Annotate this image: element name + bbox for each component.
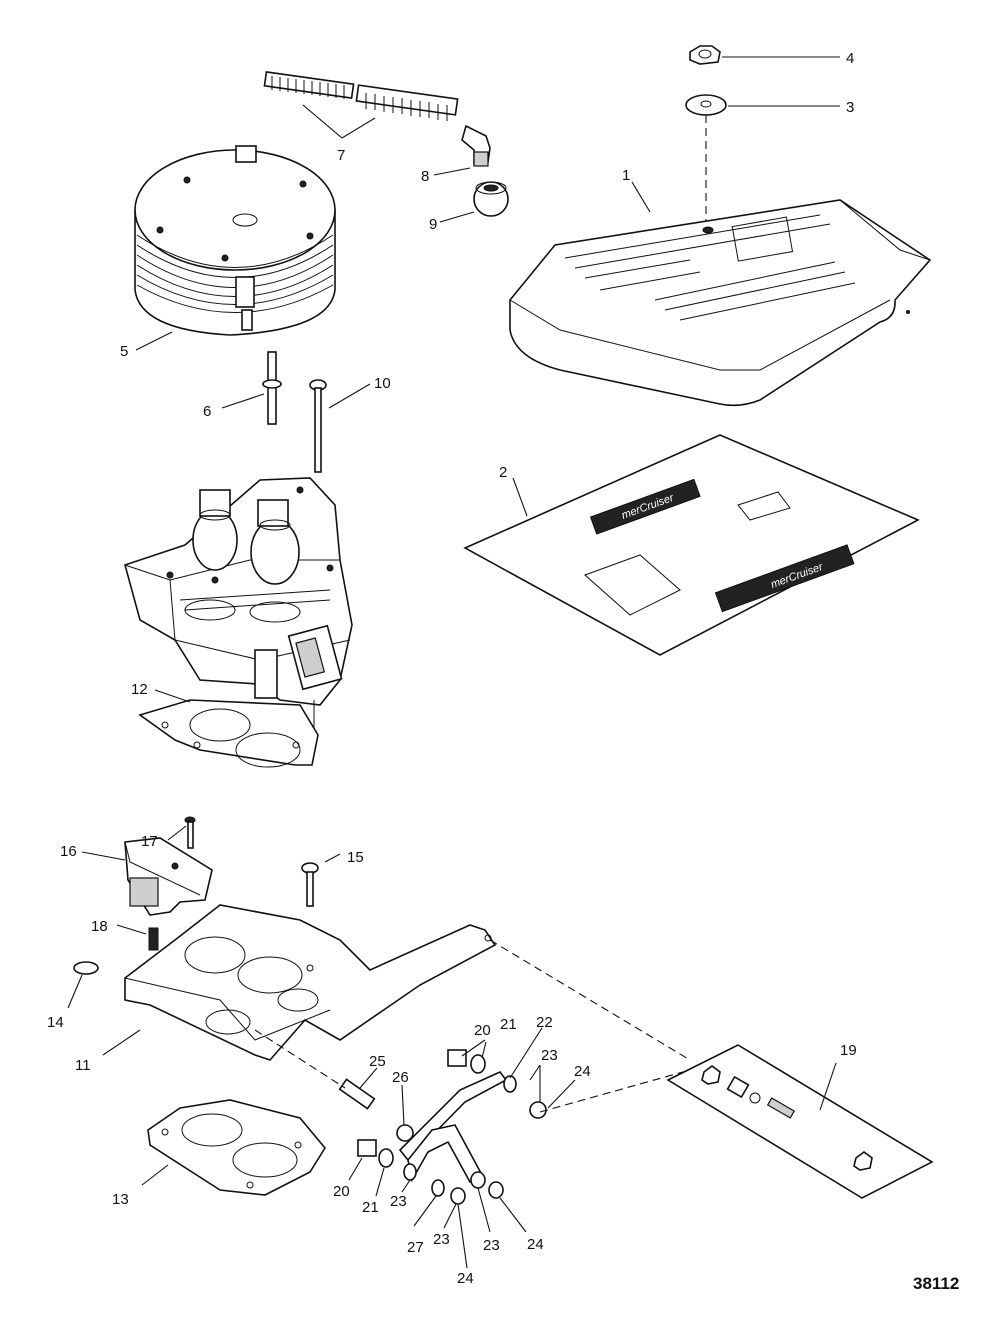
part-18-fitting [148,927,159,951]
dash-line-1 [489,939,691,1061]
callout-2: 2 [499,464,507,481]
part-16-sensor [124,837,213,916]
callout-24-lower-a: 24 [457,1270,474,1287]
dash-line-2 [539,1069,691,1113]
part-5-flame-arrestor [134,145,336,336]
part-7-vent-hoses [263,71,459,121]
callout-23-upper: 23 [541,1047,558,1064]
callout-4: 4 [846,50,854,67]
part-2-decal: merCruiser merCruiser [463,434,920,656]
callout-15: 15 [347,849,364,866]
callout-17: 17 [141,833,158,850]
part-19-kit [666,1044,934,1199]
callout-10: 10 [374,375,391,392]
drawing-number: 38112 [913,1274,959,1293]
callout-24-lower-b: 24 [527,1236,544,1253]
throttle-body [124,477,353,706]
part-1-cover [509,199,932,407]
callout-11: 11 [75,1057,91,1074]
callout-21-lower: 21 [362,1199,379,1216]
leader-lines [67,56,840,1269]
callout-26: 26 [392,1069,409,1086]
part-17-screw [184,816,196,849]
part-13-gasket [147,1099,326,1196]
part-9-grommet [473,181,509,217]
callout-13: 13 [112,1191,129,1208]
callout-6: 6 [203,403,211,420]
part-25-stud [338,1078,376,1110]
callout-9: 9 [429,216,437,233]
callout-labels: 4 3 1 2 5 6 10 7 8 9 12 16 17 15 18 14 1… [47,50,857,1287]
part-12-gasket [138,699,319,768]
callout-24-upper: 24 [574,1063,591,1080]
dash-line-3 [254,1029,346,1089]
linkage-arm-lower [407,1124,484,1184]
part-8-elbow-fitting [461,124,491,167]
part-3-washer [685,94,727,116]
part-4-nut [689,45,721,65]
callout-5: 5 [120,343,128,360]
part-11-adaptor-plate [124,904,497,1061]
callout-16: 16 [60,843,77,860]
callout-22: 22 [536,1014,553,1031]
callout-20-lower: 20 [333,1183,350,1200]
part-6-stud [262,351,282,425]
callout-14: 14 [47,1014,64,1031]
callout-19: 19 [840,1042,857,1059]
callout-25: 25 [369,1053,386,1070]
part-15-bolt [301,862,319,907]
callout-21-upper: 21 [500,1016,517,1033]
callout-3: 3 [846,99,854,116]
callout-27: 27 [407,1239,424,1256]
callout-1: 1 [622,167,630,184]
callout-12: 12 [131,681,148,698]
linkage-fasteners [357,1049,547,1205]
callout-20-upper: 20 [474,1022,491,1039]
callout-7: 7 [337,147,345,164]
callout-18: 18 [91,918,108,935]
part-10-bolt [309,379,327,473]
callout-8: 8 [421,168,429,185]
callout-23-lower-b: 23 [433,1231,450,1248]
callout-23-lower-c: 23 [483,1237,500,1254]
part-14-plug [73,961,99,975]
callout-23-lower-a: 23 [390,1193,407,1210]
